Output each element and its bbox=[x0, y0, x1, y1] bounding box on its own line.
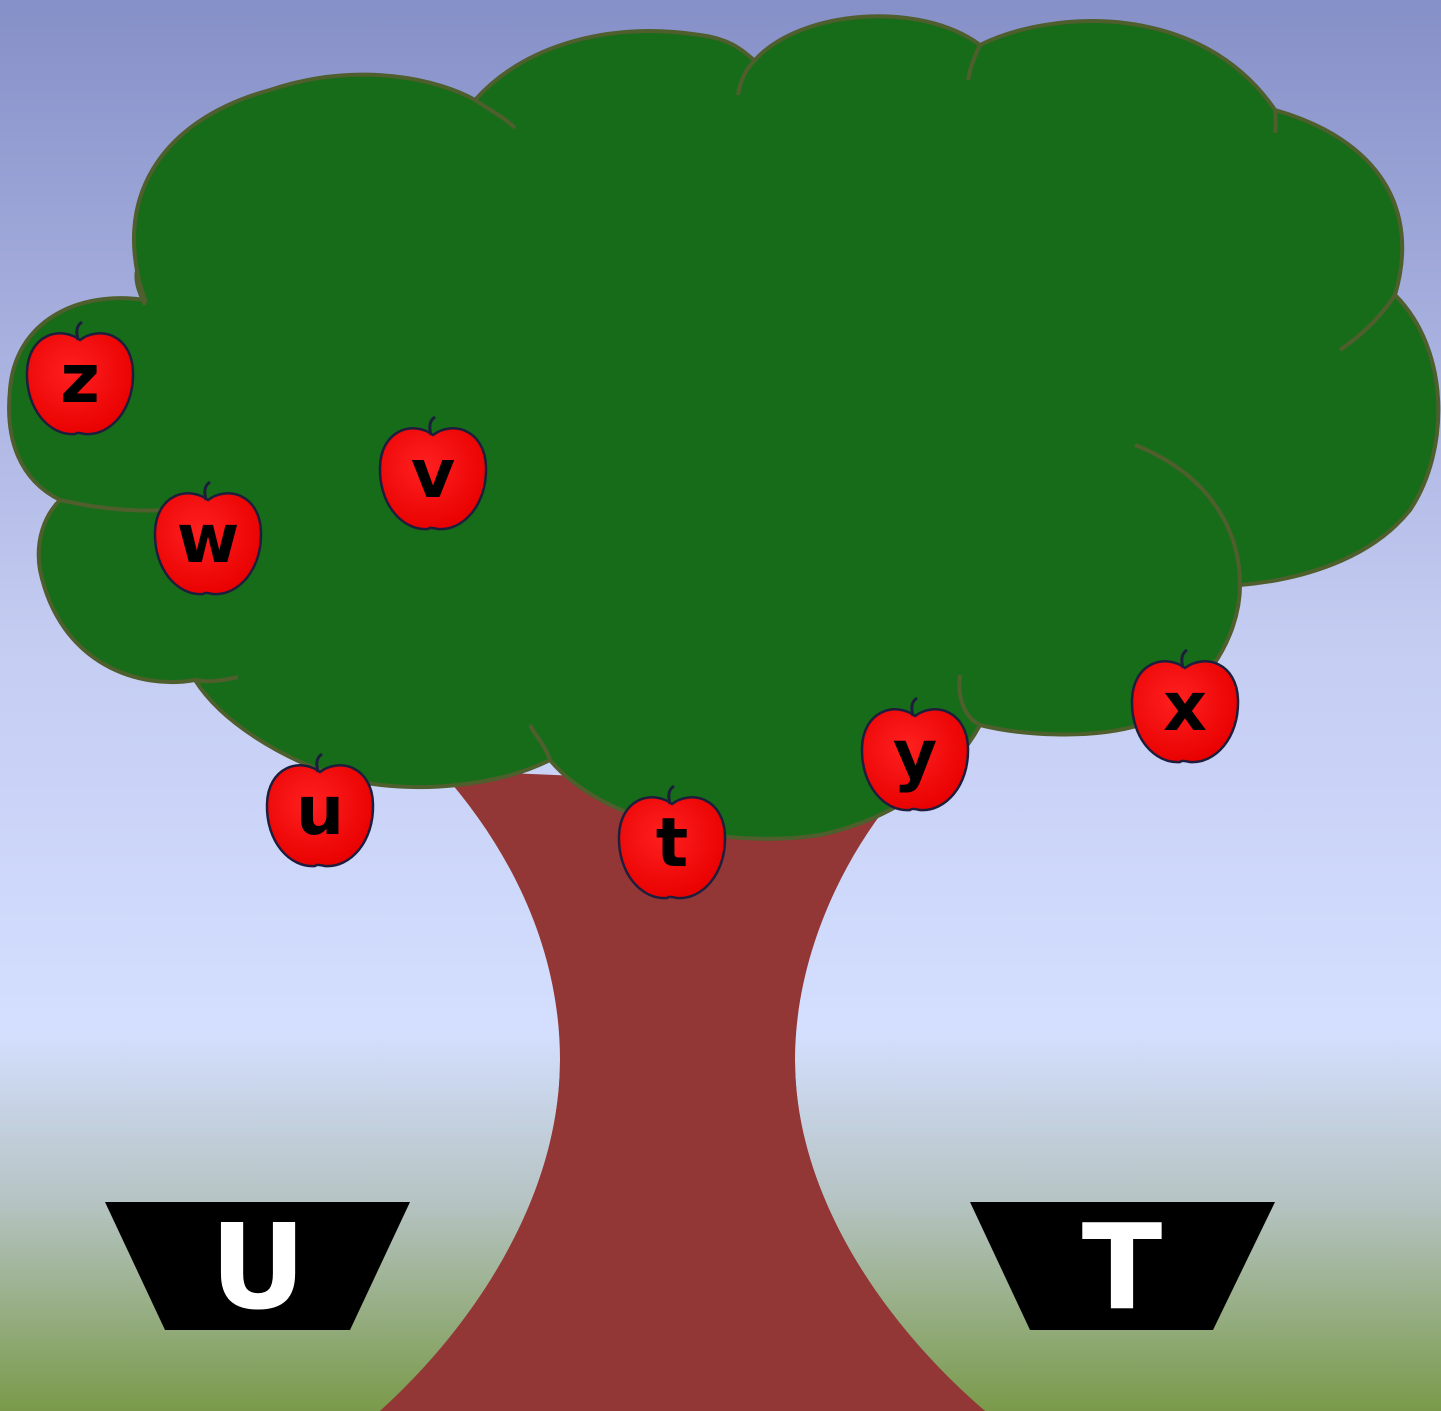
apple-x[interactable]: x bbox=[1130, 648, 1240, 764]
apple-stem bbox=[75, 320, 83, 341]
apple-stem bbox=[203, 480, 211, 501]
apple-stem bbox=[1180, 648, 1188, 669]
tree-trunk-fork bbox=[380, 1060, 985, 1411]
apple-t[interactable]: t bbox=[617, 784, 727, 900]
apple-icon bbox=[25, 332, 135, 436]
apple-u[interactable]: u bbox=[265, 752, 375, 868]
apple-stem bbox=[667, 784, 675, 805]
apple-stem bbox=[315, 752, 323, 773]
apple-y[interactable]: y bbox=[860, 696, 970, 812]
apple-icon bbox=[617, 796, 727, 900]
tree-foliage bbox=[7, 14, 1441, 841]
apple-icon bbox=[378, 427, 488, 531]
apple-stem bbox=[910, 696, 918, 717]
apple-icon bbox=[860, 708, 970, 812]
apple-v[interactable]: v bbox=[378, 415, 488, 531]
apple-stem bbox=[428, 415, 436, 436]
basket-icon bbox=[105, 1202, 410, 1330]
apple-icon bbox=[265, 764, 375, 868]
basket-icon bbox=[970, 1202, 1275, 1330]
apple-z[interactable]: z bbox=[25, 320, 135, 436]
apple-icon bbox=[1130, 660, 1240, 764]
apple-w[interactable]: w bbox=[153, 480, 263, 596]
apple-icon bbox=[153, 492, 263, 596]
